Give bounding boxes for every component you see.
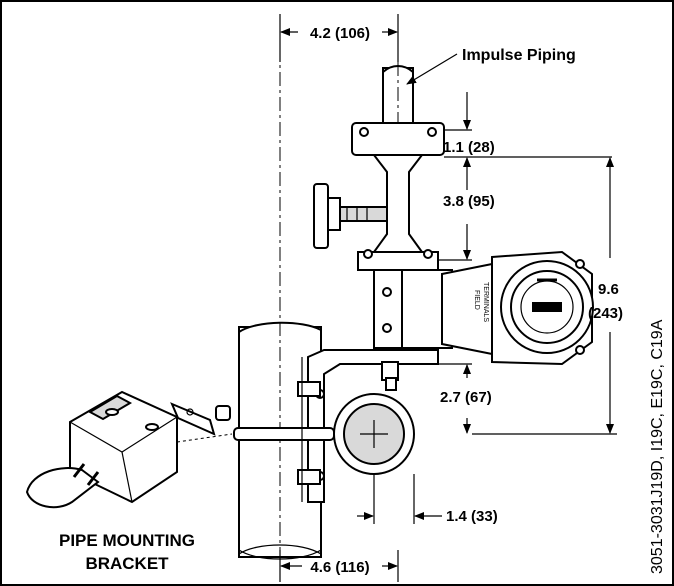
label-impulse-piping: Impulse Piping — [462, 47, 576, 64]
dim-label-overall-height-mm: (243) — [588, 305, 623, 322]
callout-pipe-mounting-bracket: PIPE MOUNTING BRACKET — [59, 531, 195, 573]
label-bracket-line2: BRACKET — [85, 554, 169, 573]
callout-impulse-piping: Impulse Piping — [406, 47, 576, 85]
terminal-label-line2: TERMINALS — [482, 282, 489, 322]
dimension-flange-height: 1.1 (28) — [443, 92, 612, 190]
mounting-bracket — [233, 349, 439, 503]
dimension-pipe-offset: 1.4 (33) — [357, 474, 498, 525]
exploded-pipe-bracket — [25, 390, 233, 509]
dim-label-bottom-width: 4.6 (116) — [310, 559, 369, 576]
terminal-label-line1: FIELD — [473, 290, 480, 310]
drawing-number: 3051-3031J19D, I19C, E19C, C19A — [649, 319, 666, 574]
dimension-bottom-width: 4.6 (116) — [279, 550, 399, 582]
dim-label-top-width: 4.2 (106) — [310, 25, 370, 42]
transmitter-body: FIELD TERMINALS — [373, 250, 594, 366]
label-bracket-line1: PIPE MOUNTING — [59, 531, 195, 550]
manifold-assembly — [351, 122, 445, 271]
dim-label-overall-height-in: 9.6 — [598, 281, 619, 298]
dimension-top-width: 4.2 (106) — [279, 14, 399, 62]
dim-label-flange-height: 1.1 (28) — [443, 139, 495, 156]
dim-label-bracket-offset: 2.7 (67) — [440, 389, 492, 406]
dim-label-manifold-height: 3.8 (95) — [443, 193, 495, 210]
dim-label-pipe-offset: 1.4 (33) — [446, 508, 498, 525]
dimension-bracket-offset: 2.7 (67) — [400, 363, 492, 434]
dimension-manifold-height: 3.8 (95) — [438, 193, 495, 261]
valve-handle — [313, 183, 388, 249]
dimension-overall-height: 9.6 (243) — [472, 157, 623, 435]
